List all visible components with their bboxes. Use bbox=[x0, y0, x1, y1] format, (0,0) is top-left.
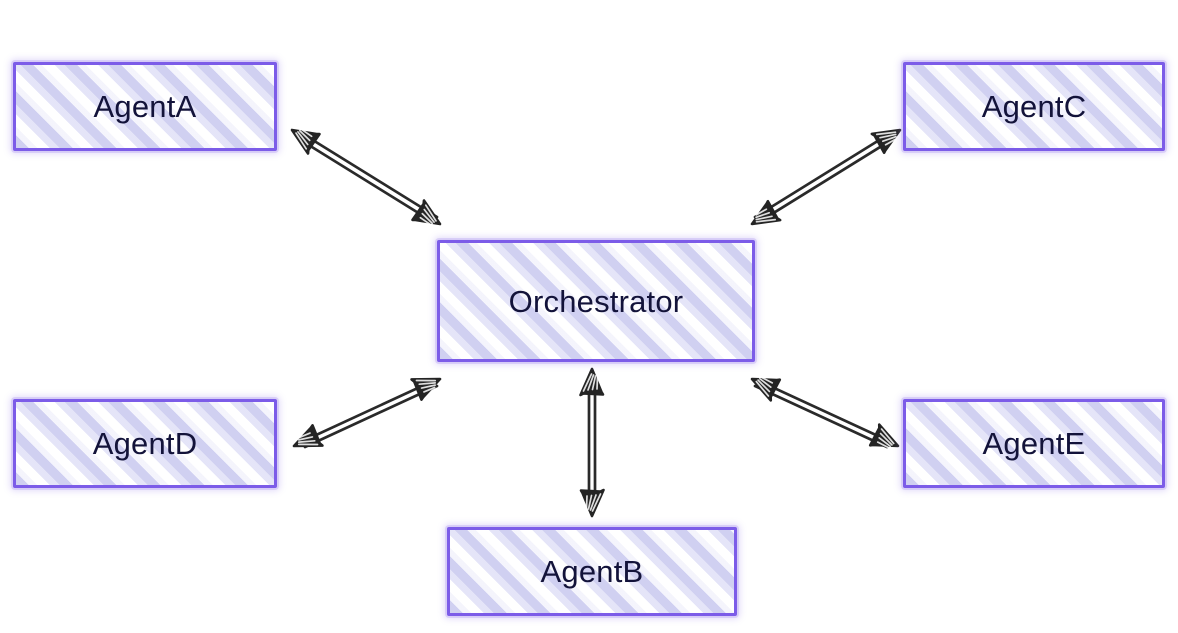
node-agentE[interactable]: AgentE bbox=[903, 399, 1165, 488]
node-agentA-label: AgentA bbox=[93, 89, 197, 124]
node-orchestrator-label: Orchestrator bbox=[508, 283, 684, 319]
edge-orchestrator-agentA bbox=[284, 119, 448, 235]
node-agentD[interactable]: AgentD bbox=[13, 399, 277, 488]
node-agentB-label: AgentB bbox=[540, 554, 644, 589]
node-agentE-label: AgentE bbox=[982, 426, 1086, 461]
node-agentD-label: AgentD bbox=[92, 426, 198, 461]
node-agentB[interactable]: AgentB bbox=[447, 527, 737, 616]
edge-orchestrator-agentE bbox=[745, 367, 905, 458]
edge-orchestrator-agentB bbox=[579, 367, 605, 518]
edge-orchestrator-agentD bbox=[288, 367, 446, 458]
node-agentC-label: AgentC bbox=[981, 89, 1087, 124]
edge-orchestrator-agentC bbox=[744, 118, 908, 236]
node-agentA[interactable]: AgentA bbox=[13, 62, 277, 151]
node-orchestrator[interactable]: Orchestrator bbox=[437, 240, 755, 362]
node-agentC[interactable]: AgentC bbox=[903, 62, 1165, 151]
